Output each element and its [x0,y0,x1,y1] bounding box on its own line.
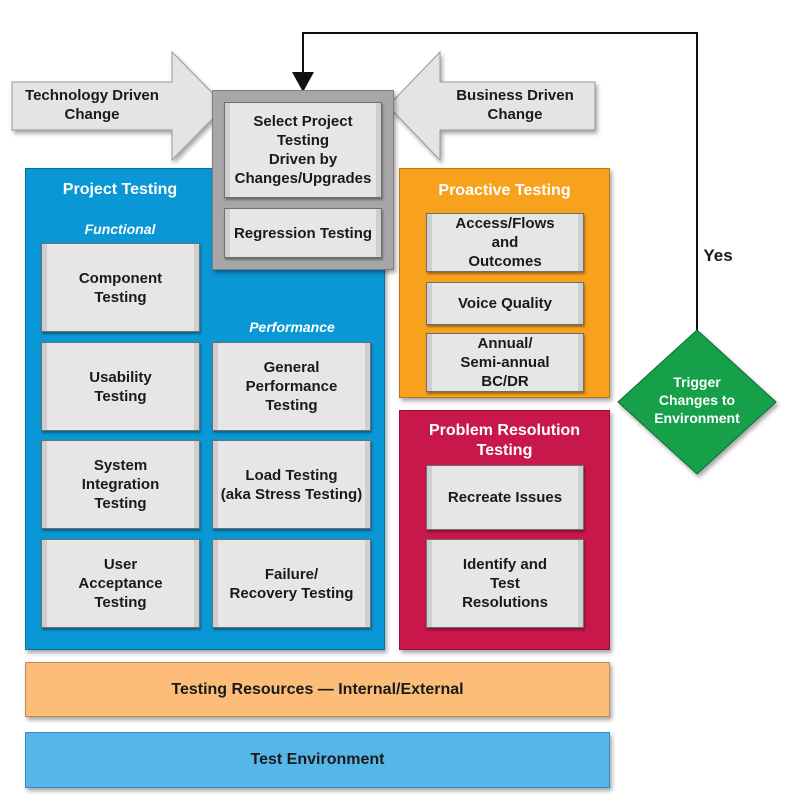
business-driven-arrow [387,50,596,162]
performance-subheading: Performance [249,319,335,335]
regression-testing-box: Regression Testing [224,208,382,258]
system-integration-testing-box: System Integration Testing [41,440,200,529]
identify-test-resolutions-box: Identify and Test Resolutions [426,539,584,628]
problem-resolution-title: Problem Resolution Testing [428,422,581,459]
failure-recovery-testing-box: Failure/ Recovery Testing [212,539,371,628]
usability-testing-box: Usability Testing [41,342,200,431]
technology-driven-arrow [11,50,226,162]
load-testing-box: Load Testing (aka Stress Testing) [212,440,371,529]
bc-dr-box: Annual/ Semi-annual BC/DR [426,333,584,392]
yes-label: Yes [703,246,733,265]
feedback-loop-line [302,32,698,330]
voice-quality-box: Voice Quality [426,282,584,325]
technology-driven-label: Technology Driven Change [25,87,159,123]
trigger-label: Trigger Changes to Environment [654,374,740,426]
recreate-issues-box: Recreate Issues [426,465,584,530]
component-testing-box: Component Testing [41,243,200,332]
general-performance-testing-box: General Performance Testing [212,342,371,431]
select-project-testing-box: Select Project Testing Driven by Changes… [224,102,382,198]
testing-resources-bar: Testing Resources — Internal/External [25,662,610,717]
trigger-diamond [617,329,777,475]
proactive-testing-title: Proactive Testing [438,182,571,199]
user-acceptance-testing-box: User Acceptance Testing [41,539,200,628]
functional-subheading: Functional [84,221,156,237]
business-driven-label: Business Driven Change [456,87,574,123]
test-environment-bar: Test Environment [25,732,610,788]
project-testing-title: Project Testing [62,181,178,198]
access-flows-outcomes-box: Access/Flows and Outcomes [426,213,584,272]
feedback-arrowhead [292,72,314,92]
